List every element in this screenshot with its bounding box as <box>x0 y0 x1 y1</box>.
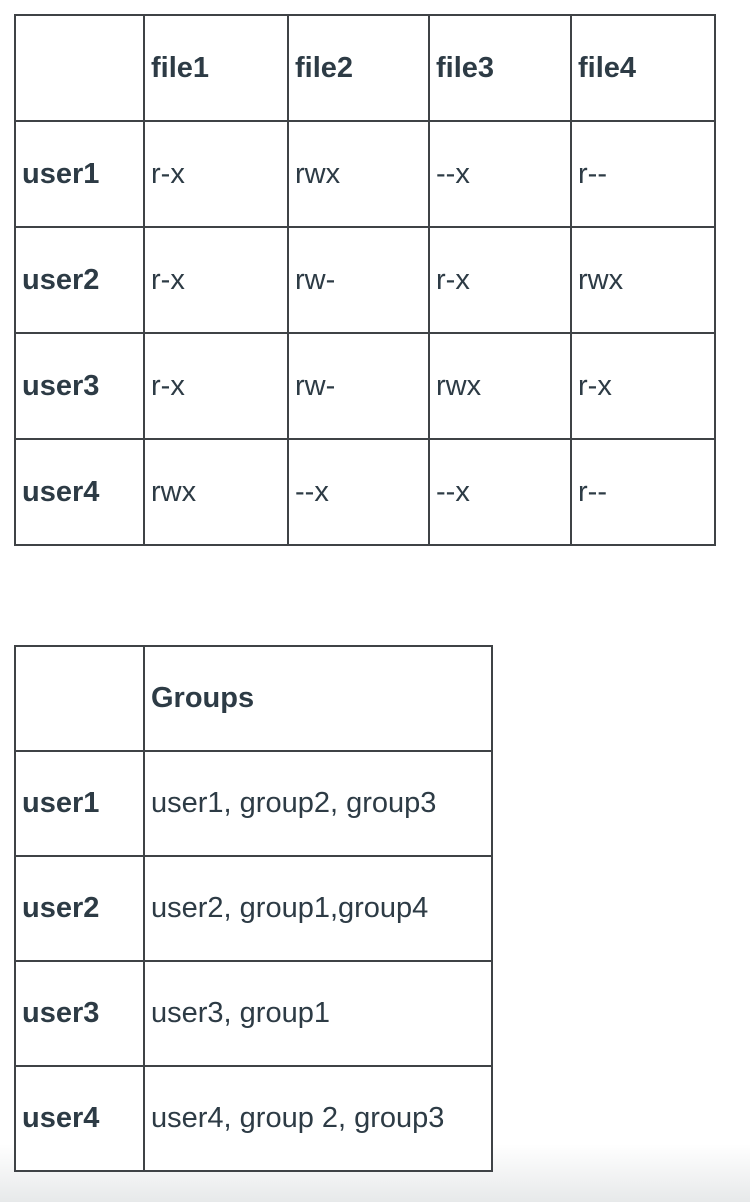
perm-cell-user2-file3: r-x <box>428 226 572 334</box>
row-header-user2: user2 <box>14 226 145 334</box>
row-header-user1: user1 <box>14 750 145 857</box>
perm-cell-user4-file2: --x <box>287 438 430 546</box>
corner-cell <box>14 645 145 752</box>
perm-cell-user4-file4: r-- <box>570 438 716 546</box>
groups-table: Groups user1 user1, group2, group3 user2… <box>14 645 493 1172</box>
table-header-row: file1 file2 file3 file4 <box>14 14 716 122</box>
perm-cell-user2-file1: r-x <box>143 226 289 334</box>
table-header-row: Groups <box>14 645 493 752</box>
perm-cell-user1-file1: r-x <box>143 120 289 228</box>
perm-cell-user1-file4: r-- <box>570 120 716 228</box>
row-header-user3: user3 <box>14 332 145 440</box>
file-permissions-table: file1 file2 file3 file4 user1 r-x rwx --… <box>14 14 716 546</box>
table-row: user4 user4, group 2, group3 <box>14 1065 493 1172</box>
perm-cell-user1-file3: --x <box>428 120 572 228</box>
row-header-user2: user2 <box>14 855 145 962</box>
col-header-file1: file1 <box>143 14 289 122</box>
table-row: user1 r-x rwx --x r-- <box>14 120 716 228</box>
groups-cell-user3: user3, group1 <box>143 960 493 1067</box>
table-row: user3 r-x rw- rwx r-x <box>14 332 716 440</box>
table-row: user2 r-x rw- r-x rwx <box>14 226 716 334</box>
perm-cell-user3-file2: rw- <box>287 332 430 440</box>
perm-cell-user3-file1: r-x <box>143 332 289 440</box>
page-content: file1 file2 file3 file4 user1 r-x rwx --… <box>0 14 750 1172</box>
col-header-groups: Groups <box>143 645 493 752</box>
groups-cell-user4: user4, group 2, group3 <box>143 1065 493 1172</box>
perm-cell-user4-file3: --x <box>428 438 572 546</box>
perm-cell-user1-file2: rwx <box>287 120 430 228</box>
corner-cell <box>14 14 145 122</box>
col-header-file2: file2 <box>287 14 430 122</box>
perm-cell-user4-file1: rwx <box>143 438 289 546</box>
perm-cell-user2-file2: rw- <box>287 226 430 334</box>
perm-cell-user3-file4: r-x <box>570 332 716 440</box>
table-row: user1 user1, group2, group3 <box>14 750 493 857</box>
table-row: user4 rwx --x --x r-- <box>14 438 716 546</box>
perm-cell-user3-file3: rwx <box>428 332 572 440</box>
row-header-user3: user3 <box>14 960 145 1067</box>
col-header-file3: file3 <box>428 14 572 122</box>
row-header-user4: user4 <box>14 438 145 546</box>
row-header-user1: user1 <box>14 120 145 228</box>
table-row: user2 user2, group1,group4 <box>14 855 493 962</box>
table-row: user3 user3, group1 <box>14 960 493 1067</box>
row-header-user4: user4 <box>14 1065 145 1172</box>
perm-cell-user2-file4: rwx <box>570 226 716 334</box>
groups-cell-user1: user1, group2, group3 <box>143 750 493 857</box>
col-header-file4: file4 <box>570 14 716 122</box>
groups-cell-user2: user2, group1,group4 <box>143 855 493 962</box>
